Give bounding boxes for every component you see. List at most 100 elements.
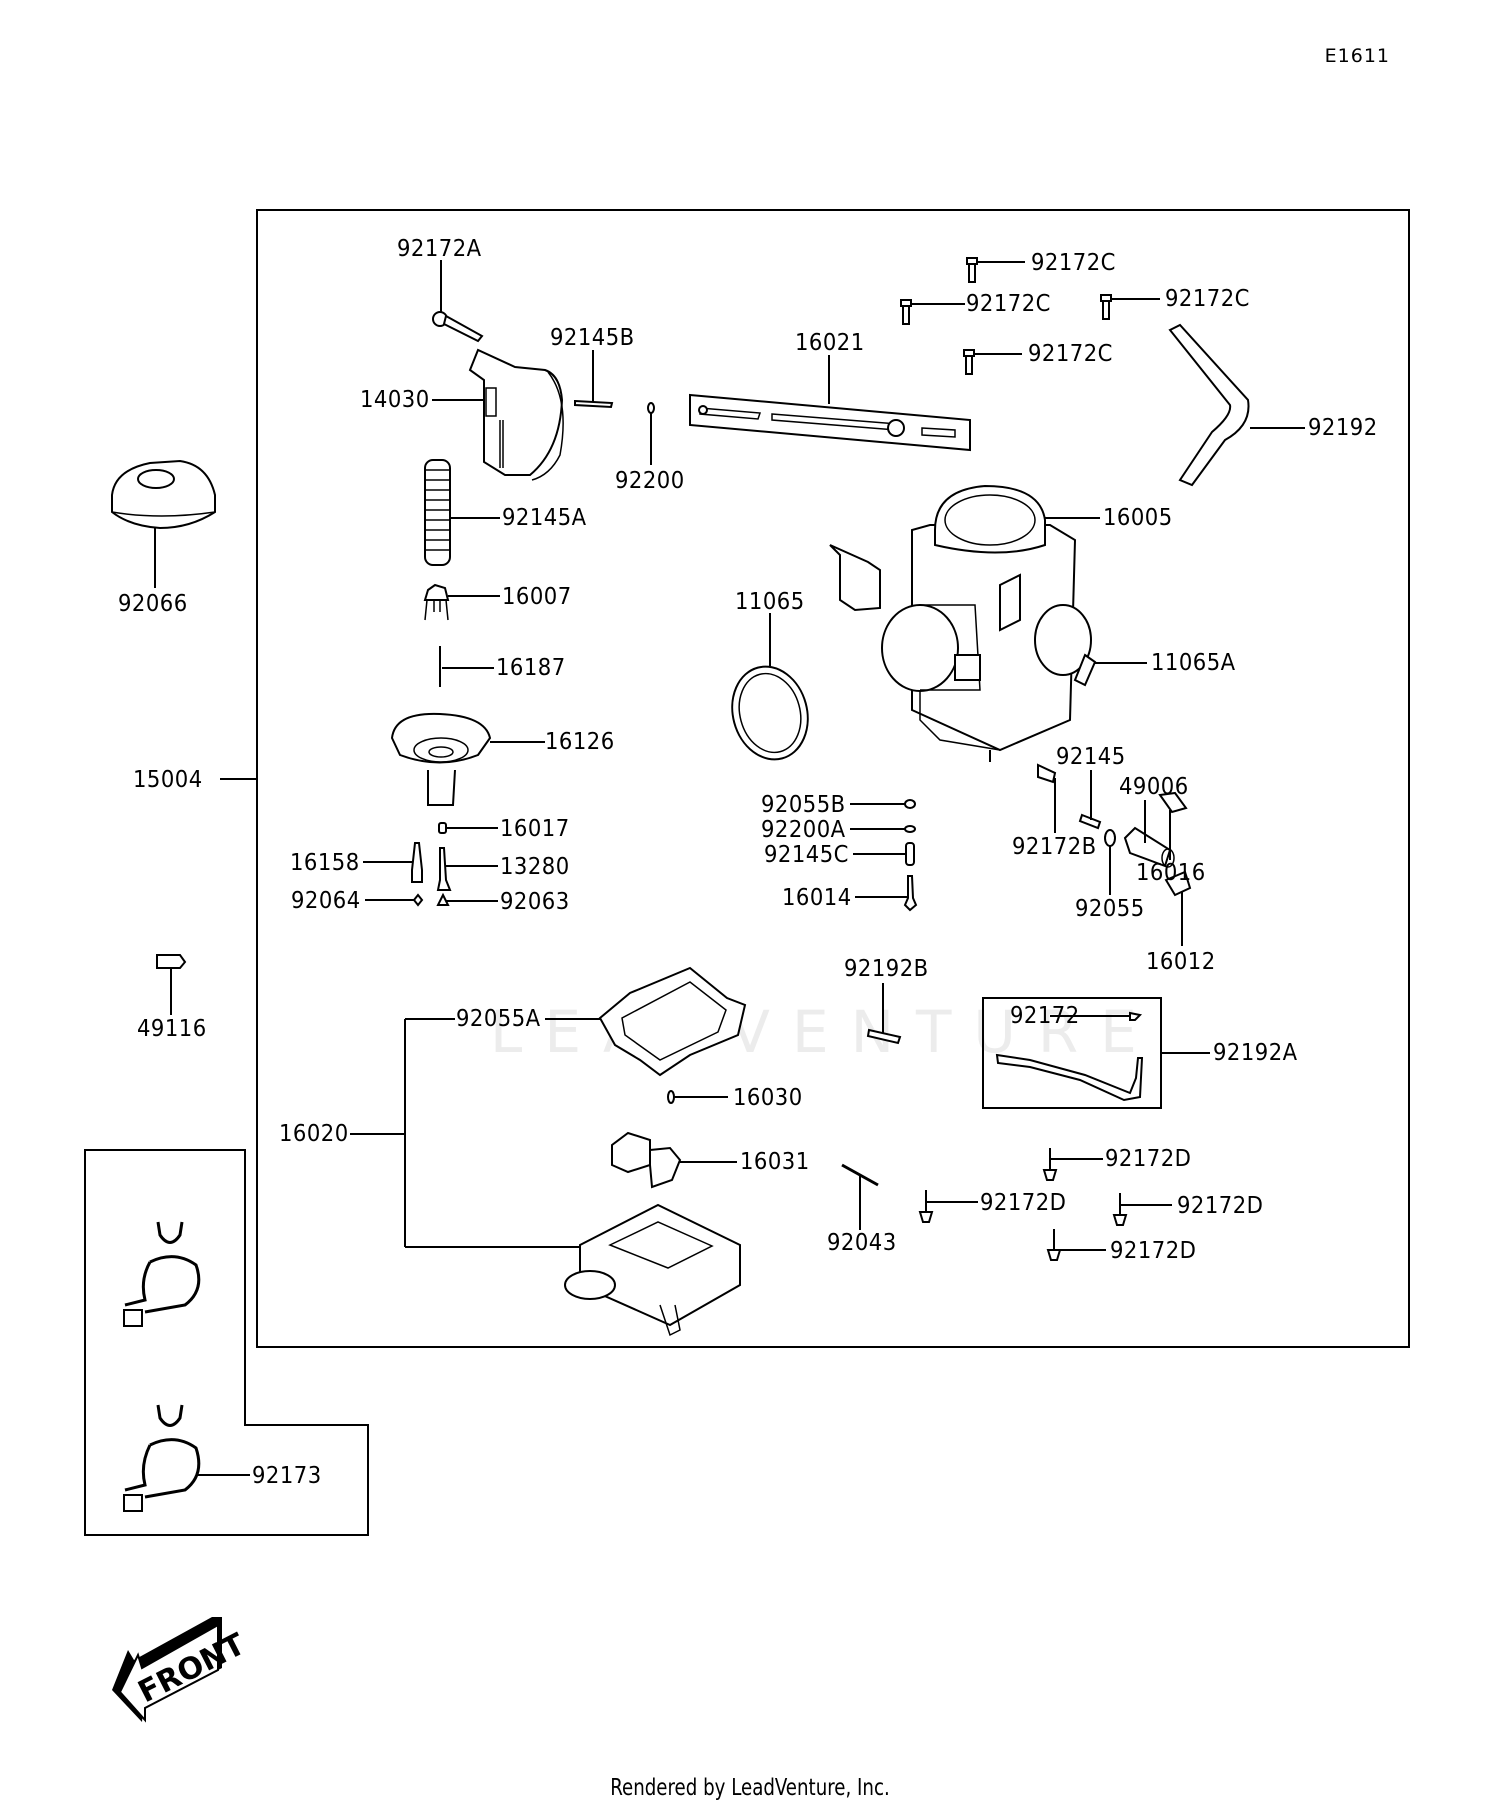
- label-92172C-1: 92172C: [1031, 250, 1116, 276]
- footer-credit: Rendered by LeadVenture, Inc.: [610, 1775, 890, 1801]
- label-92172D-2: 92172D: [980, 1190, 1067, 1216]
- part-92192B[interactable]: [866, 983, 902, 1045]
- label-92172A: 92172A: [397, 236, 482, 262]
- label-92172D-3: 92172D: [1177, 1193, 1264, 1219]
- part-92055B[interactable]: [850, 799, 916, 809]
- label-92173: 92173: [252, 1463, 322, 1489]
- part-92172D-3[interactable]: [1112, 1193, 1172, 1226]
- label-92192A: 92192A: [1213, 1040, 1298, 1066]
- label-92172D-4: 92172D: [1110, 1238, 1197, 1264]
- label-49116: 49116: [137, 1016, 207, 1042]
- label-92066: 92066: [118, 591, 188, 617]
- part-92192A[interactable]: [982, 997, 1210, 1109]
- part-92172D-1[interactable]: [1042, 1148, 1103, 1181]
- part-92172A[interactable]: [432, 260, 484, 343]
- label-11065A: 11065A: [1151, 650, 1236, 676]
- part-11065[interactable]: [722, 613, 818, 768]
- label-16031: 16031: [740, 1149, 810, 1175]
- part-49006[interactable]: [1123, 800, 1175, 868]
- part-92173-clamp-2[interactable]: [123, 1404, 250, 1512]
- label-92145A: 92145A: [502, 505, 587, 531]
- label-92043: 92043: [827, 1230, 897, 1256]
- part-13280[interactable]: [436, 847, 498, 891]
- part-16012[interactable]: [1164, 870, 1192, 946]
- label-13280: 13280: [500, 854, 570, 880]
- part-92145B[interactable]: [574, 350, 614, 409]
- label-49006: 49006: [1119, 774, 1189, 800]
- part-16017[interactable]: [438, 822, 498, 834]
- label-92145B: 92145B: [550, 325, 635, 351]
- label-16012: 16012: [1146, 949, 1216, 975]
- part-92172C-1[interactable]: [966, 257, 1025, 283]
- part-92172D-4[interactable]: [1046, 1229, 1106, 1261]
- part-92200[interactable]: [647, 402, 655, 465]
- label-92145C: 92145C: [764, 842, 849, 868]
- watermark: LEADVENTURE: [490, 998, 1159, 1066]
- part-92066[interactable]: [111, 459, 216, 588]
- label-92172D-1: 92172D: [1105, 1146, 1192, 1172]
- part-16020[interactable]: [350, 1018, 741, 1337]
- label-16126: 16126: [545, 729, 615, 755]
- label-16020: 16020: [279, 1121, 349, 1147]
- label-92055B: 92055B: [761, 792, 846, 818]
- label-92055A: 92055A: [456, 1006, 541, 1032]
- label-16021: 16021: [795, 330, 865, 356]
- label-15004: 15004: [133, 767, 203, 793]
- diagram-code: E1611: [1324, 45, 1390, 67]
- part-16031[interactable]: [611, 1131, 737, 1189]
- part-92192[interactable]: [1168, 323, 1305, 487]
- part-92064[interactable]: [365, 893, 424, 907]
- part-16007[interactable]: [423, 583, 500, 621]
- part-49116[interactable]: [156, 954, 187, 1015]
- part-92145A[interactable]: [424, 459, 500, 566]
- label-92063: 92063: [500, 889, 570, 915]
- part-16014[interactable]: [855, 875, 918, 912]
- part-16030[interactable]: [667, 1090, 728, 1104]
- label-92172B: 92172B: [1012, 834, 1097, 860]
- part-92043[interactable]: [841, 1163, 879, 1230]
- part-16005[interactable]: [829, 484, 1147, 762]
- part-92172C-3[interactable]: [1100, 294, 1160, 320]
- label-92172C-2: 92172C: [966, 291, 1051, 317]
- part-92172C-4[interactable]: [963, 349, 1022, 375]
- label-16030: 16030: [733, 1085, 803, 1111]
- part-92055[interactable]: [1104, 829, 1116, 895]
- part-92055A[interactable]: [598, 966, 747, 1077]
- part-16126[interactable]: [390, 712, 545, 806]
- label-16007: 16007: [502, 584, 572, 610]
- part-16158[interactable]: [363, 842, 423, 883]
- label-16017: 16017: [500, 816, 570, 842]
- part-16187[interactable]: [439, 646, 494, 687]
- label-16005: 16005: [1103, 505, 1173, 531]
- label-16187: 16187: [496, 655, 566, 681]
- part-92172C-2[interactable]: [900, 299, 965, 325]
- clamp-inset-frame: [84, 1149, 369, 1536]
- part-92145C[interactable]: [853, 842, 915, 866]
- label-92145: 92145: [1056, 744, 1126, 770]
- label-92192B: 92192B: [844, 956, 929, 982]
- part-92173-clamp-1[interactable]: [123, 1221, 201, 1327]
- label-92172C-3: 92172C: [1165, 286, 1250, 312]
- part-16021[interactable]: [689, 355, 971, 452]
- part-92063[interactable]: [436, 892, 498, 906]
- part-14030[interactable]: [432, 348, 564, 481]
- part-92200A[interactable]: [850, 825, 916, 833]
- label-92200: 92200: [615, 468, 685, 494]
- label-16014: 16014: [782, 885, 852, 911]
- part-92145-small[interactable]: [1078, 770, 1102, 830]
- part-92172-hose-clip[interactable]: [1050, 1011, 1143, 1021]
- label-92172C-4: 92172C: [1028, 341, 1113, 367]
- label-11065: 11065: [735, 589, 805, 615]
- label-92200A: 92200A: [761, 817, 846, 843]
- label-92064: 92064: [291, 888, 361, 914]
- front-arrow-icon: FRONT: [112, 1617, 251, 1723]
- part-92172D-2[interactable]: [918, 1190, 978, 1223]
- part-92172B[interactable]: [1037, 763, 1057, 833]
- label-92192: 92192: [1308, 415, 1378, 441]
- label-14030: 14030: [360, 387, 430, 413]
- label-16016: 16016: [1136, 860, 1206, 886]
- label-92172: 92172: [1010, 1003, 1080, 1029]
- label-92055: 92055: [1075, 896, 1145, 922]
